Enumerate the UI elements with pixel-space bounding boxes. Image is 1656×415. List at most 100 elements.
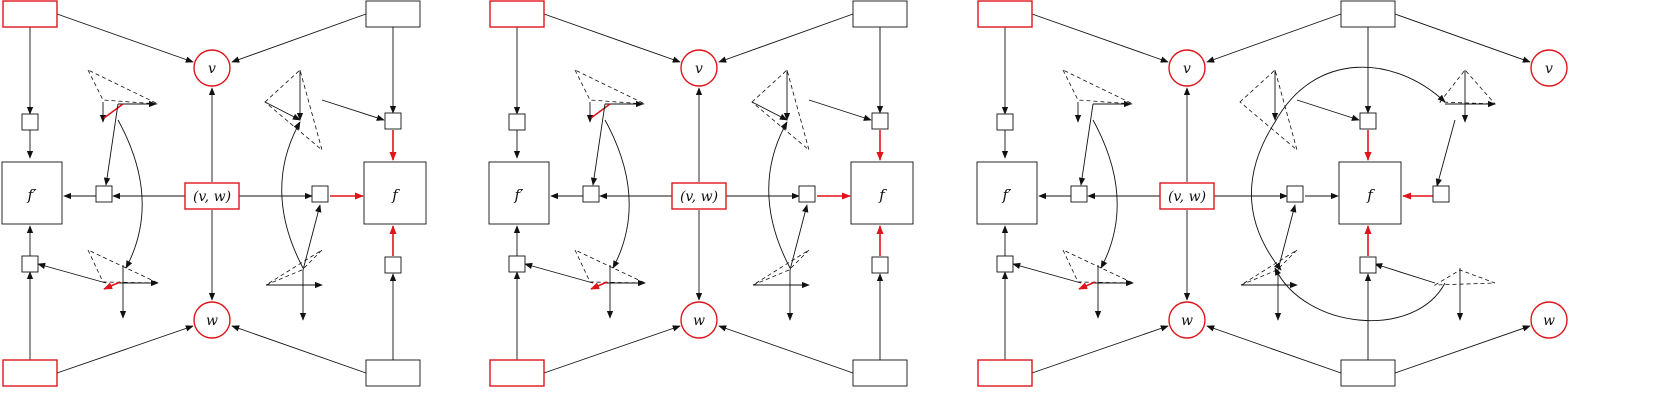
panel-2-edge-box [671, 182, 727, 210]
panel-1-edge-label: (v, w) [193, 189, 231, 205]
panel-1-v-node: v [193, 49, 231, 87]
panel-1-v-node-label: v [208, 61, 216, 77]
panel-3-g7 [1078, 281, 1096, 290]
panel-1-arrow-to-v-left [56, 13, 194, 63]
panel-1-small-box-left-mid [95, 185, 113, 203]
panel-2-w-node-ring [680, 301, 718, 339]
panel-2-gadget-tl-down [590, 103, 606, 186]
panel-3-arc-left [1251, 121, 1282, 271]
panel-3-curve-left [1092, 119, 1118, 269]
panel-1-edge-box [184, 182, 240, 210]
panel-3-g12 [1277, 204, 1297, 271]
panel-1-arrow-to-w-right [231, 325, 367, 374]
panel-3-tri-6 [1433, 269, 1496, 286]
panel-1-bottom-left-red-box [2, 359, 58, 387]
panel-1-gadget-tl-red [103, 103, 124, 119]
panel-3-arrow-e [1031, 13, 1169, 63]
panel-3-f-box [1338, 161, 1402, 225]
panel-2-small-box-right-top [871, 112, 889, 130]
panel-2-v-node-ring [680, 49, 718, 87]
panel-1-dashed-triangle-tl [87, 69, 159, 105]
panel-3-g17 [1374, 263, 1436, 284]
panel-1-w-node-ring [193, 301, 231, 339]
panel-1-small-box-right-mid [311, 185, 329, 203]
panel-3-w-node-right-ring [1530, 301, 1568, 339]
panel-3-w-node-ring [1168, 301, 1206, 339]
panel-3-arrow-f [1206, 13, 1342, 63]
panel-3-edge-label: (v, w) [1168, 189, 1206, 205]
panel-2-small-box-left-bottom [508, 255, 526, 273]
panel-1-gadget-tr-d [264, 101, 301, 121]
panel-1-gadget-tl-down [103, 103, 119, 186]
panel-1-top-right-box [365, 0, 421, 28]
panel-2-arrow-to-w-left [543, 325, 681, 374]
panel-3-arrow-to-right-w [1394, 325, 1531, 374]
panel-3-arc-bottom [1274, 267, 1446, 322]
panel-1-small-box-left-top [21, 113, 39, 131]
panel-1-gadget-bl-red [103, 281, 121, 290]
panel-3-v-node-right-ring [1530, 49, 1568, 87]
panel-1-arrow-to-w-left [56, 325, 194, 374]
panel-3-arc-top [1274, 66, 1446, 123]
panel-2-bottom-right-box [852, 359, 908, 387]
panel-3-tri-1 [1062, 69, 1134, 105]
panel-1-fprime-label: f′ [27, 186, 38, 204]
panel-3-g3 [1078, 103, 1094, 186]
panel-3-w-node: w [1168, 301, 1206, 339]
panel-1-v-node-ring [193, 49, 231, 87]
panel-2-w-node: w [680, 301, 718, 339]
panel-2-gadget-bl-red [590, 281, 608, 290]
panel-3-v-node-right-label: v [1545, 61, 1553, 77]
panel-1-bottom-right-box [365, 359, 421, 387]
panel-1-w-node-label: w [206, 313, 218, 329]
panel-2-w-node-label: w [693, 313, 705, 329]
panel-2-bottom-left-red-box [489, 359, 545, 387]
panel-2-f-box [850, 161, 914, 225]
panel-3-g15 [1435, 119, 1456, 187]
panel-2-dashed-triangle-tr [751, 69, 810, 152]
panel-3-tri-4 [1240, 249, 1298, 286]
panel-3-sb-1 [996, 113, 1014, 131]
panel-2-small-box-left-mid [582, 185, 600, 203]
panel-2-small-box-right-mid [798, 185, 816, 203]
panel-2-arrow-to-w-right [718, 325, 854, 374]
panel-3-v-node-label: v [1183, 61, 1191, 77]
panel-1-dashed-triangle-br [265, 249, 323, 286]
panel-1-arrow-gadget-to-right-small [321, 99, 385, 121]
panel-3-arrow-to-right-v [1394, 13, 1531, 63]
panel-2-top-right-box [852, 0, 908, 28]
panel-1-dashed-triangle-tr [264, 69, 323, 152]
panel-2-gadget-tl-red [590, 103, 611, 119]
panel-3-bottom-center-box [1340, 359, 1396, 387]
panel-2-curve-right [768, 121, 791, 269]
edges-layer [26, 13, 1531, 374]
panel-1-f-box [363, 161, 427, 225]
panel-1-arrow-to-v-right [231, 13, 367, 63]
panel-2-gadget-br-up [789, 204, 809, 271]
panel-3-w-node-label: w [1181, 313, 1193, 329]
panel-1-fprime-box [1, 161, 63, 225]
panel-1-small-box-left-bottom [21, 255, 39, 273]
panel-3-tri-3 [1239, 69, 1298, 152]
panel-3-sb-2 [996, 255, 1014, 273]
panel-3-w-node-right-label: w [1543, 313, 1555, 329]
panel-3-tri-5 [1439, 69, 1496, 105]
panel-2-small-box-right-bottom [871, 256, 889, 274]
panel-2-arrow-to-v-right [718, 13, 854, 63]
panel-2-top-left-red-box [489, 0, 545, 28]
panel-2-small-box-left-top [508, 113, 526, 131]
panel-3-f-label: f [1366, 186, 1375, 204]
panel-3-g9 [1296, 99, 1360, 121]
panel-3-g6 [1012, 262, 1082, 284]
panel-2-v-node: v [680, 49, 718, 87]
panel-2-dashed-triangle-tl [574, 69, 646, 105]
panel-3-top-center-box [1340, 0, 1396, 28]
panel-2-edge-label: (v, w) [680, 189, 718, 205]
panel-3-sb-6 [1359, 256, 1377, 274]
panel-3-v-node-right: v [1530, 49, 1568, 87]
panel-2-curve-left [604, 119, 630, 269]
panel-2-fprime-label: f′ [514, 186, 525, 204]
panel-1-small-box-right-bottom [384, 256, 402, 274]
